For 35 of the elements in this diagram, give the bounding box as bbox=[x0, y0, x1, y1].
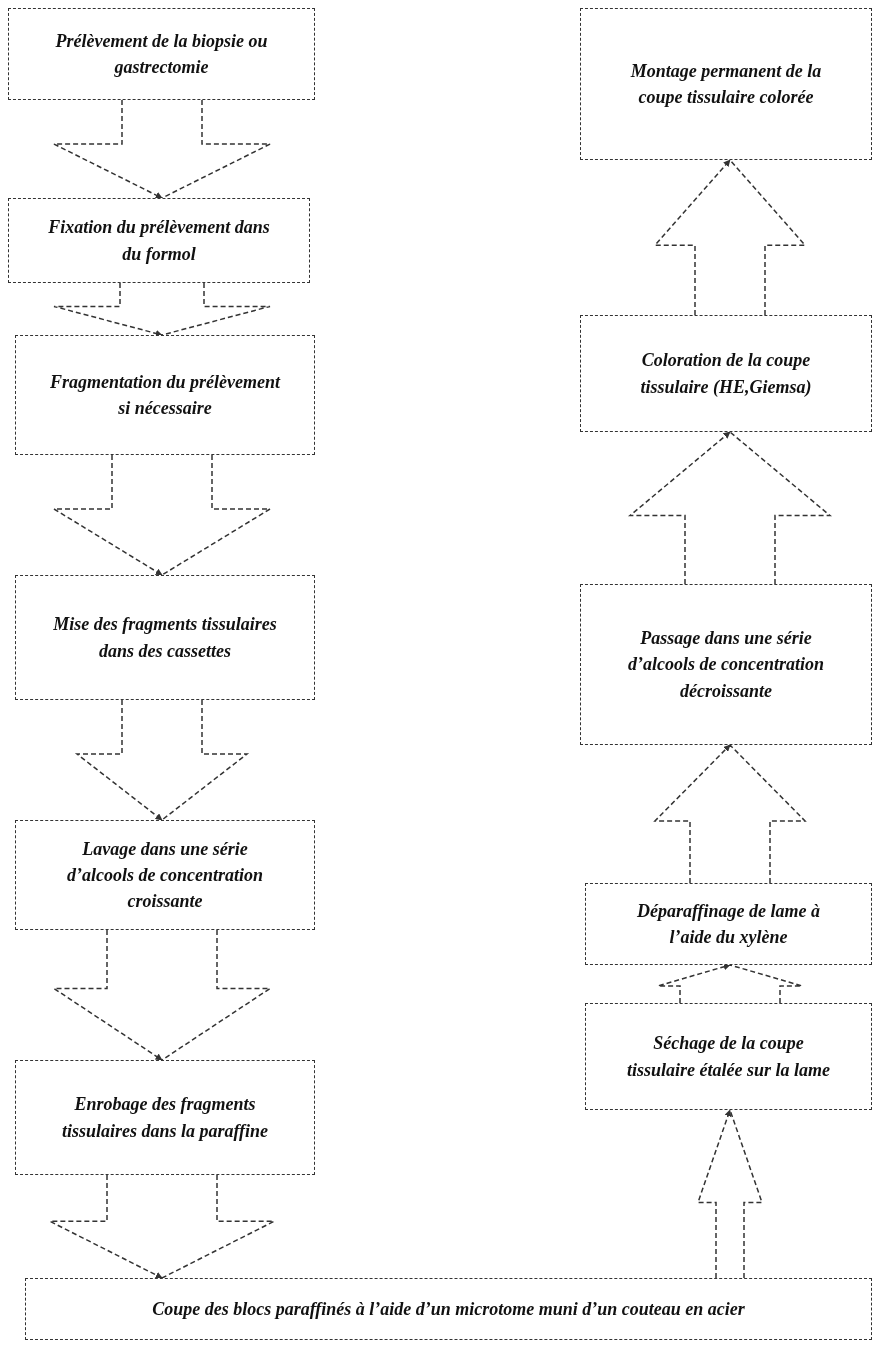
block-arrow bbox=[657, 963, 803, 1004]
process-box bbox=[15, 820, 315, 930]
process-box bbox=[585, 1003, 872, 1110]
step-text: Coloration de la coupe tissulaire (HE,Giemsa) bbox=[639, 349, 813, 399]
process-box bbox=[15, 575, 315, 700]
block-arrow bbox=[627, 431, 833, 585]
step-text: Déparaffinage de lame à l’aide du xylène bbox=[635, 899, 822, 949]
process-box bbox=[580, 315, 872, 432]
block-arrow bbox=[51, 454, 273, 576]
process-box bbox=[580, 584, 872, 745]
block-arrow bbox=[51, 929, 273, 1061]
process-box bbox=[8, 198, 310, 283]
step-text: Séchage de la coupe tissulaire étalée sur la lame bbox=[626, 1032, 831, 1082]
block-arrow bbox=[49, 1174, 275, 1279]
block-arrow bbox=[74, 699, 250, 821]
step-text: Coupe des blocs paraffinés à l’aide d’un microtome muni d’un couteau en acier bbox=[152, 1297, 745, 1321]
block-arrow bbox=[53, 282, 271, 337]
process-box bbox=[580, 8, 872, 160]
step-text: Lavage dans une série d’alcools de concentration croissante bbox=[66, 837, 264, 914]
step-text: Prélèvement de la biopsie ou gastrectomie bbox=[54, 29, 269, 79]
block-arrow bbox=[653, 159, 807, 316]
step-text: Fragmentation du prélèvement si nécessaire bbox=[50, 370, 280, 420]
step-text: Montage permanent de la coupe tissulaire colorée bbox=[629, 59, 823, 109]
step-text: Mise des fragments tissulaires dans des cassettes bbox=[52, 613, 278, 663]
block-arrow bbox=[53, 99, 271, 199]
step-text: Enrobage des fragments tissulaires dans la paraffine bbox=[60, 1093, 270, 1143]
process-box bbox=[585, 883, 872, 965]
process-box bbox=[15, 335, 315, 455]
process-box bbox=[8, 8, 315, 100]
process-box bbox=[15, 1060, 315, 1175]
process-box bbox=[25, 1278, 872, 1340]
step-text: Passage dans une série d’alcools de concentration décroissante bbox=[627, 627, 825, 703]
step-text: Fixation du prélèvement dans du formol bbox=[47, 216, 271, 266]
block-arrow bbox=[653, 744, 807, 884]
block-arrow bbox=[696, 1109, 764, 1279]
